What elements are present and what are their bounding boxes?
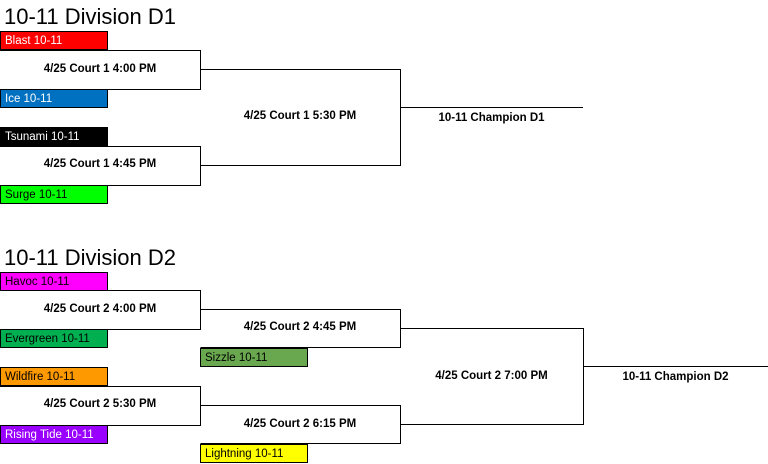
game-d1-court1-530: 4/25 Court 1 5:30 PM <box>243 110 357 122</box>
champion-d2: 10-11 Champion D2 <box>622 371 729 383</box>
team-lightning: Lightning 10-11 <box>200 444 308 463</box>
team-ice: Ice 10-11 <box>0 89 108 108</box>
team-havoc: Havoc 10-11 <box>0 272 108 291</box>
game-d1-court1-445: 4/25 Court 1 4:45 PM <box>43 158 157 170</box>
team-sizzle: Sizzle 10-11 <box>200 348 308 367</box>
game-d2-court2-615: 4/25 Court 2 6:15 PM <box>243 418 357 430</box>
game-d2-court2-530: 4/25 Court 2 5:30 PM <box>43 398 157 410</box>
game-d1-court1-400: 4/25 Court 1 4:00 PM <box>43 63 157 75</box>
team-wildfire: Wildfire 10-11 <box>0 367 108 386</box>
team-surge: Surge 10-11 <box>0 185 108 204</box>
game-d2-court2-700: 4/25 Court 2 7:00 PM <box>435 370 548 382</box>
game-d2-court2-445: 4/25 Court 2 4:45 PM <box>243 321 357 333</box>
game-d2-court2-400: 4/25 Court 2 4:00 PM <box>43 303 157 315</box>
team-tsunami: Tsunami 10-11 <box>0 127 108 146</box>
team-rising-tide: Rising Tide 10-11 <box>0 425 108 444</box>
champion-d1: 10-11 Champion D1 <box>438 112 545 124</box>
division-d2-title: 10-11 Division D2 <box>4 245 177 270</box>
division-d1-title: 10-11 Division D1 <box>4 4 177 29</box>
team-evergreen: Evergreen 10-11 <box>0 329 108 348</box>
team-blast: Blast 10-11 <box>0 31 108 50</box>
